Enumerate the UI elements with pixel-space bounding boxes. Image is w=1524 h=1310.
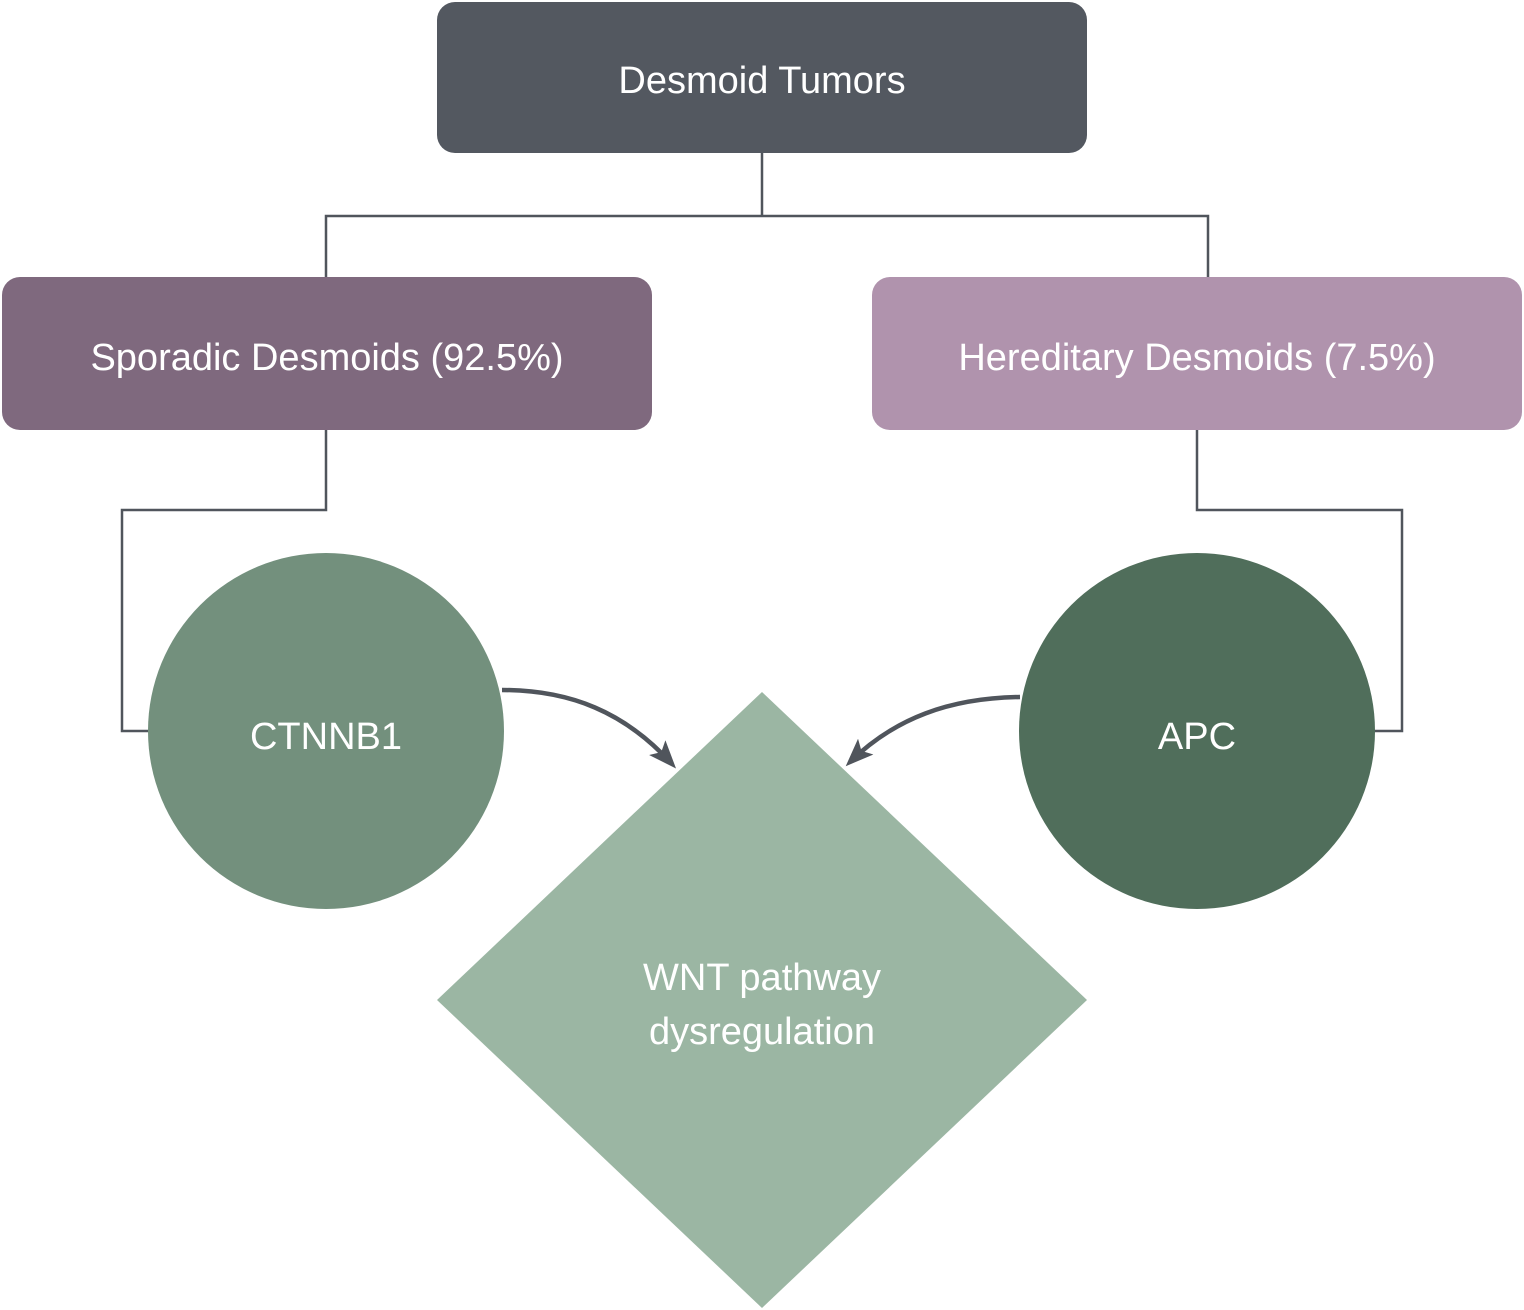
- ctnnb1-circle: [148, 553, 504, 909]
- root-node-label: Desmoid Tumors: [618, 60, 905, 102]
- arrow-apc-to-wnt: [845, 694, 1021, 767]
- root-node: Desmoid Tumors: [437, 2, 1087, 153]
- connector-hereditary-to-apc: [1195, 430, 1404, 733]
- arrow-ctnnb1-to-wnt: [501, 687, 677, 769]
- hereditary-node-label: Hereditary Desmoids (7.5%): [958, 337, 1435, 379]
- outcome-node: WNT pathway dysregulation: [437, 692, 1087, 1308]
- sporadic-node-box: [2, 277, 652, 430]
- hereditary-node-box: [872, 277, 1522, 430]
- outcome-diamond: [437, 692, 1087, 1308]
- ctnnb1-label: CTNNB1: [250, 716, 402, 758]
- ctnnb1-node: CTNNB1: [148, 553, 504, 909]
- hereditary-node: Hereditary Desmoids (7.5%): [872, 277, 1522, 430]
- apc-circle: [1019, 553, 1375, 909]
- root-node-box: [437, 2, 1087, 153]
- sporadic-node-label: Sporadic Desmoids (92.5%): [90, 337, 563, 379]
- apc-label: APC: [1158, 716, 1236, 758]
- outcome-label-line1: WNT pathway: [643, 957, 881, 999]
- connector-root-to-categories: [324, 153, 1210, 277]
- apc-node: APC: [1019, 553, 1375, 909]
- connector-sporadic-to-ctnnb1: [120, 430, 328, 733]
- sporadic-node: Sporadic Desmoids (92.5%): [2, 277, 652, 430]
- outcome-label-line2: dysregulation: [649, 1011, 875, 1053]
